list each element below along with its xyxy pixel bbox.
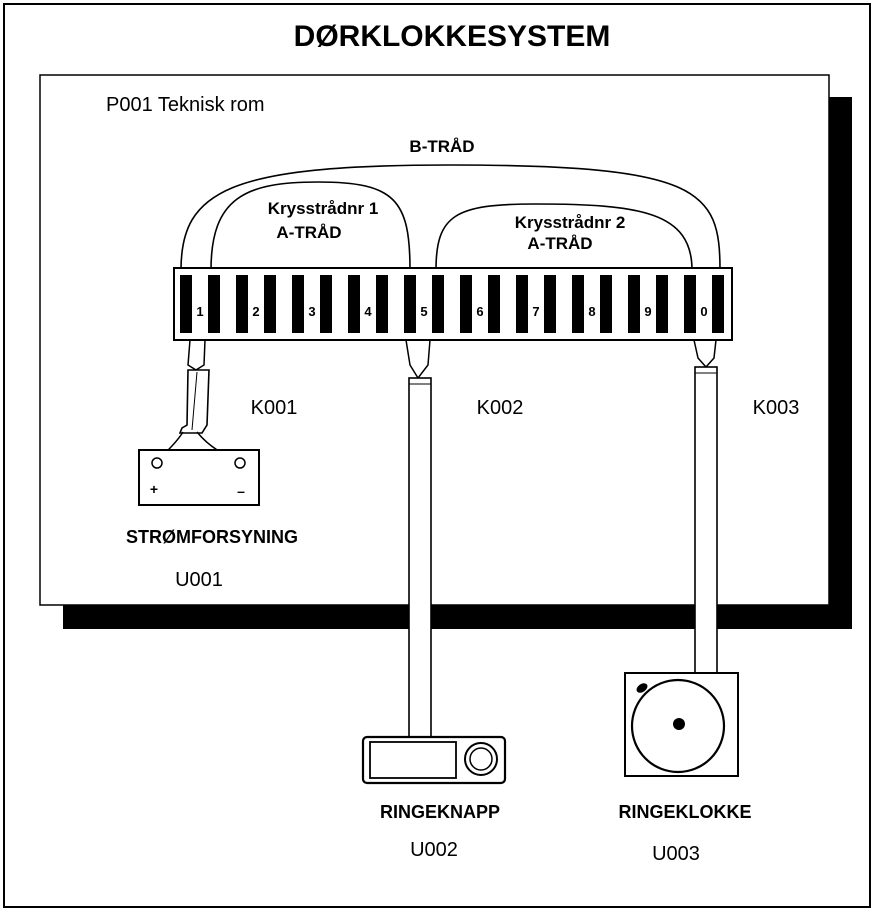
cable-k003-sheath	[694, 366, 718, 676]
b-wire	[180, 164, 721, 271]
terminal-bar	[600, 275, 612, 333]
ring-button-knob-inner	[469, 747, 493, 771]
cable-k002	[405, 339, 432, 739]
cable-k001-label: K001	[251, 397, 298, 419]
terminal-bars	[180, 275, 724, 333]
cable-k002-leads	[405, 339, 431, 379]
diagram-title: DØRKLOKKESYSTEM	[294, 20, 611, 53]
terminal-label: 4	[364, 304, 372, 319]
terminal-bar	[180, 275, 192, 333]
power-supply-minus-terminal	[234, 457, 246, 469]
terminal-bar	[264, 275, 276, 333]
room-label: P001 Teknisk rom	[106, 94, 265, 116]
terminal-label: 3	[308, 304, 315, 319]
bell-striker	[673, 718, 685, 730]
terminal-bar	[460, 275, 472, 333]
jumper-wires	[180, 164, 721, 271]
terminal-label: 9	[644, 304, 651, 319]
terminal-bar	[516, 275, 528, 333]
cross-wire-1-label: Krysstrådnr 1	[268, 199, 379, 218]
bell	[624, 672, 739, 777]
cable-k003-leads	[693, 339, 717, 368]
cross-wire-1-a-label: A-TRÅD	[276, 223, 341, 242]
cross-wire-2	[435, 203, 693, 271]
cable-k002-sheath	[408, 377, 432, 739]
terminal-label: 6	[476, 304, 483, 319]
terminal-label: 8	[588, 304, 595, 319]
cable-k001-twist	[191, 371, 198, 431]
terminal-bar	[376, 275, 388, 333]
terminal-bar	[488, 275, 500, 333]
power-supply-minus-sign: –	[237, 483, 245, 499]
ring-button-id: U002	[410, 839, 458, 861]
bell-id: U003	[652, 843, 700, 865]
terminal-bar	[572, 275, 584, 333]
terminal-bar	[348, 275, 360, 333]
terminal-bar	[712, 275, 724, 333]
terminal-bar	[432, 275, 444, 333]
power-supply-name: STRØMFORSYNING	[126, 527, 298, 547]
cable-k002-label: K002	[477, 397, 524, 419]
power-supply-id: U001	[175, 569, 223, 591]
terminal-label: 5	[420, 304, 427, 319]
terminal-bar	[320, 275, 332, 333]
bell-name: RINGEKLOKKE	[618, 802, 751, 822]
terminal-label: 1	[196, 304, 203, 319]
terminal-bar	[684, 275, 696, 333]
cable-k003-label: K003	[753, 397, 800, 419]
cross-wire-2-a-label: A-TRÅD	[527, 234, 592, 253]
power-supply-plus-terminal	[151, 457, 163, 469]
ring-button	[361, 735, 507, 785]
terminal-bar	[628, 275, 640, 333]
terminal-label: 2	[252, 304, 259, 319]
terminal-label: 7	[532, 304, 539, 319]
terminal-bar	[292, 275, 304, 333]
ring-button-name: RINGEKNAPP	[380, 802, 500, 822]
terminal-bar	[236, 275, 248, 333]
cross-wire-2-label: Krysstrådnr 2	[515, 213, 626, 232]
terminal-label: 0	[700, 304, 707, 319]
terminal-bar	[544, 275, 556, 333]
cable-k001-leads	[187, 339, 206, 371]
power-supply-plus-sign: +	[150, 481, 158, 497]
terminal-bar	[208, 275, 220, 333]
cable-k003	[693, 339, 718, 676]
bell-screw	[636, 683, 648, 693]
power-supply: + –	[138, 449, 260, 506]
cross-wire-1	[210, 181, 411, 271]
terminal-labels: 1 2 3 4 5 6 7 8 9 0	[196, 304, 707, 319]
ring-button-label-window	[369, 741, 457, 779]
b-wire-label: B-TRÅD	[409, 137, 474, 156]
cable-k001	[156, 339, 241, 463]
terminal-bar	[656, 275, 668, 333]
terminal-block: 1 2 3 4 5 6 7 8 9 0	[173, 267, 733, 341]
terminal-bar	[404, 275, 416, 333]
